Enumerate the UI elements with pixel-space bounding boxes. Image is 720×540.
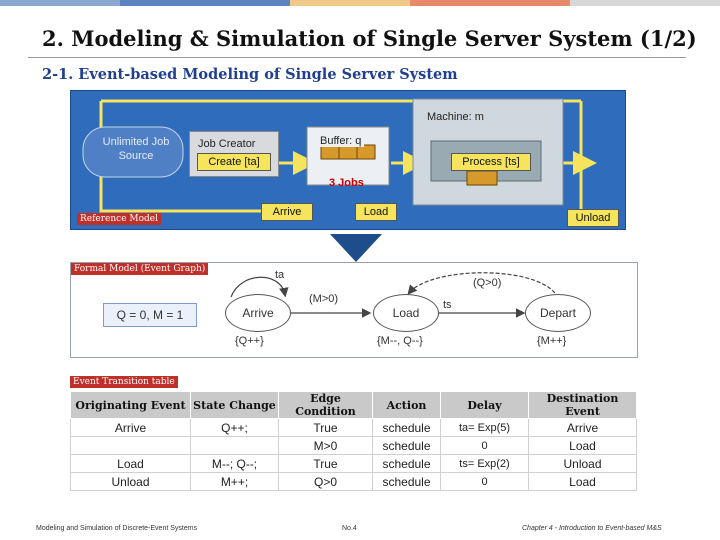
table-header-row: Originating Event State Change Edge Cond…: [70, 391, 637, 419]
buffer-label: Buffer: q: [317, 135, 365, 147]
footer-chapter: Chapter 4 - Introduction to Event-based …: [522, 525, 662, 532]
cell-action: schedule: [372, 472, 441, 491]
cell-originating: Unload: [70, 472, 191, 491]
cell-action: schedule: [372, 418, 441, 437]
cell-delay: ts= Exp(2): [440, 454, 529, 473]
jobs-label: 3 Jobs: [329, 177, 364, 189]
cell-originating: Arrive: [70, 418, 191, 437]
job-creator-label: Job Creator: [198, 138, 256, 150]
event-graph: Q = 0, M = 1 Arrive Load Depart ta (M>0)…: [70, 262, 638, 358]
header-edge-condition: Edge Condition: [278, 391, 373, 419]
event-node-arrive: Arrive: [225, 294, 291, 332]
cell-edge-condition: True: [278, 418, 373, 437]
action-arrive: {Q++}: [235, 335, 264, 347]
cell-state-change: M++;: [190, 472, 279, 491]
cell-destination: Unload: [528, 454, 637, 473]
cell-edge-condition: True: [278, 454, 373, 473]
create-label: Create [ta]: [197, 153, 271, 171]
cell-action: schedule: [372, 454, 441, 473]
reference-model-figure: Unlimited Job Source Job Creator Create …: [70, 90, 626, 230]
job-source-label: Unlimited Job Source: [102, 136, 170, 162]
cell-destination: Load: [528, 436, 637, 455]
cell-originating: Load: [70, 454, 191, 473]
cell-state-change: M--; Q--;: [190, 454, 279, 473]
table-row: Arrive Q++; True schedule ta= Exp(5) Arr…: [70, 418, 637, 437]
cell-action: schedule: [372, 436, 441, 455]
edge-label-ta: ta: [275, 269, 285, 281]
header-state-change: State Change: [190, 391, 279, 419]
table-row: Load M--; Q--; True schedule ts= Exp(2) …: [70, 454, 637, 473]
cell-delay: ta= Exp(5): [440, 418, 529, 437]
title-divider: [28, 57, 686, 58]
arrive-label: Arrive: [261, 203, 313, 221]
cell-delay: 0: [440, 436, 529, 455]
load-label: Load: [355, 203, 397, 221]
edge-label-ts: ts: [443, 299, 452, 311]
cell-destination: Arrive: [528, 418, 637, 437]
cell-destination: Load: [528, 472, 637, 491]
reference-model-tag: Reference Model: [77, 213, 162, 225]
down-arrow-icon: [330, 234, 382, 262]
cell-state-change: [190, 436, 279, 455]
cell-delay: 0: [440, 472, 529, 491]
header-destination-event: Destination Event: [528, 391, 637, 419]
header-originating-event: Originating Event: [70, 391, 191, 419]
table-row: M>0 schedule 0 Load: [70, 436, 637, 455]
event-graph-edges: [230, 272, 556, 318]
footer-page-number: No.4: [342, 525, 357, 532]
event-transition-table: Originating Event State Change Edge Cond…: [70, 391, 637, 491]
initial-state: Q = 0, M = 1: [103, 303, 197, 327]
edge-label-q-gt-0: (Q>0): [473, 277, 502, 289]
header-delay: Delay: [440, 391, 529, 419]
top-color-bar: [0, 0, 720, 6]
transition-table-tag: Event Transition table: [70, 376, 178, 388]
table-row: Unload M++; Q>0 schedule 0 Load: [70, 472, 637, 491]
header-action: Action: [372, 391, 441, 419]
event-graph-tag: Formal Model (Event Graph): [71, 263, 209, 275]
process-label: Process [ts]: [451, 153, 531, 171]
cell-originating: [70, 436, 191, 455]
footer-course-title: Modeling and Simulation of Discrete-Even…: [36, 525, 198, 532]
machine-label: Machine: m: [427, 111, 484, 123]
edge-label-m-gt-0: (M>0): [309, 293, 339, 305]
unload-label: Unload: [567, 209, 619, 227]
cell-edge-condition: Q>0: [278, 472, 373, 491]
cell-edge-condition: M>0: [278, 436, 373, 455]
cell-state-change: Q++;: [190, 418, 279, 437]
event-node-load: Load: [373, 294, 439, 332]
slide-title: 2. Modeling & Simulation of Single Serve…: [42, 26, 697, 51]
slide-subtitle: 2-1. Event-based Modeling of Single Serv…: [42, 66, 458, 83]
event-node-depart: Depart: [525, 294, 591, 332]
action-load: {M--, Q--}: [377, 335, 423, 347]
action-depart: {M++}: [537, 335, 567, 347]
